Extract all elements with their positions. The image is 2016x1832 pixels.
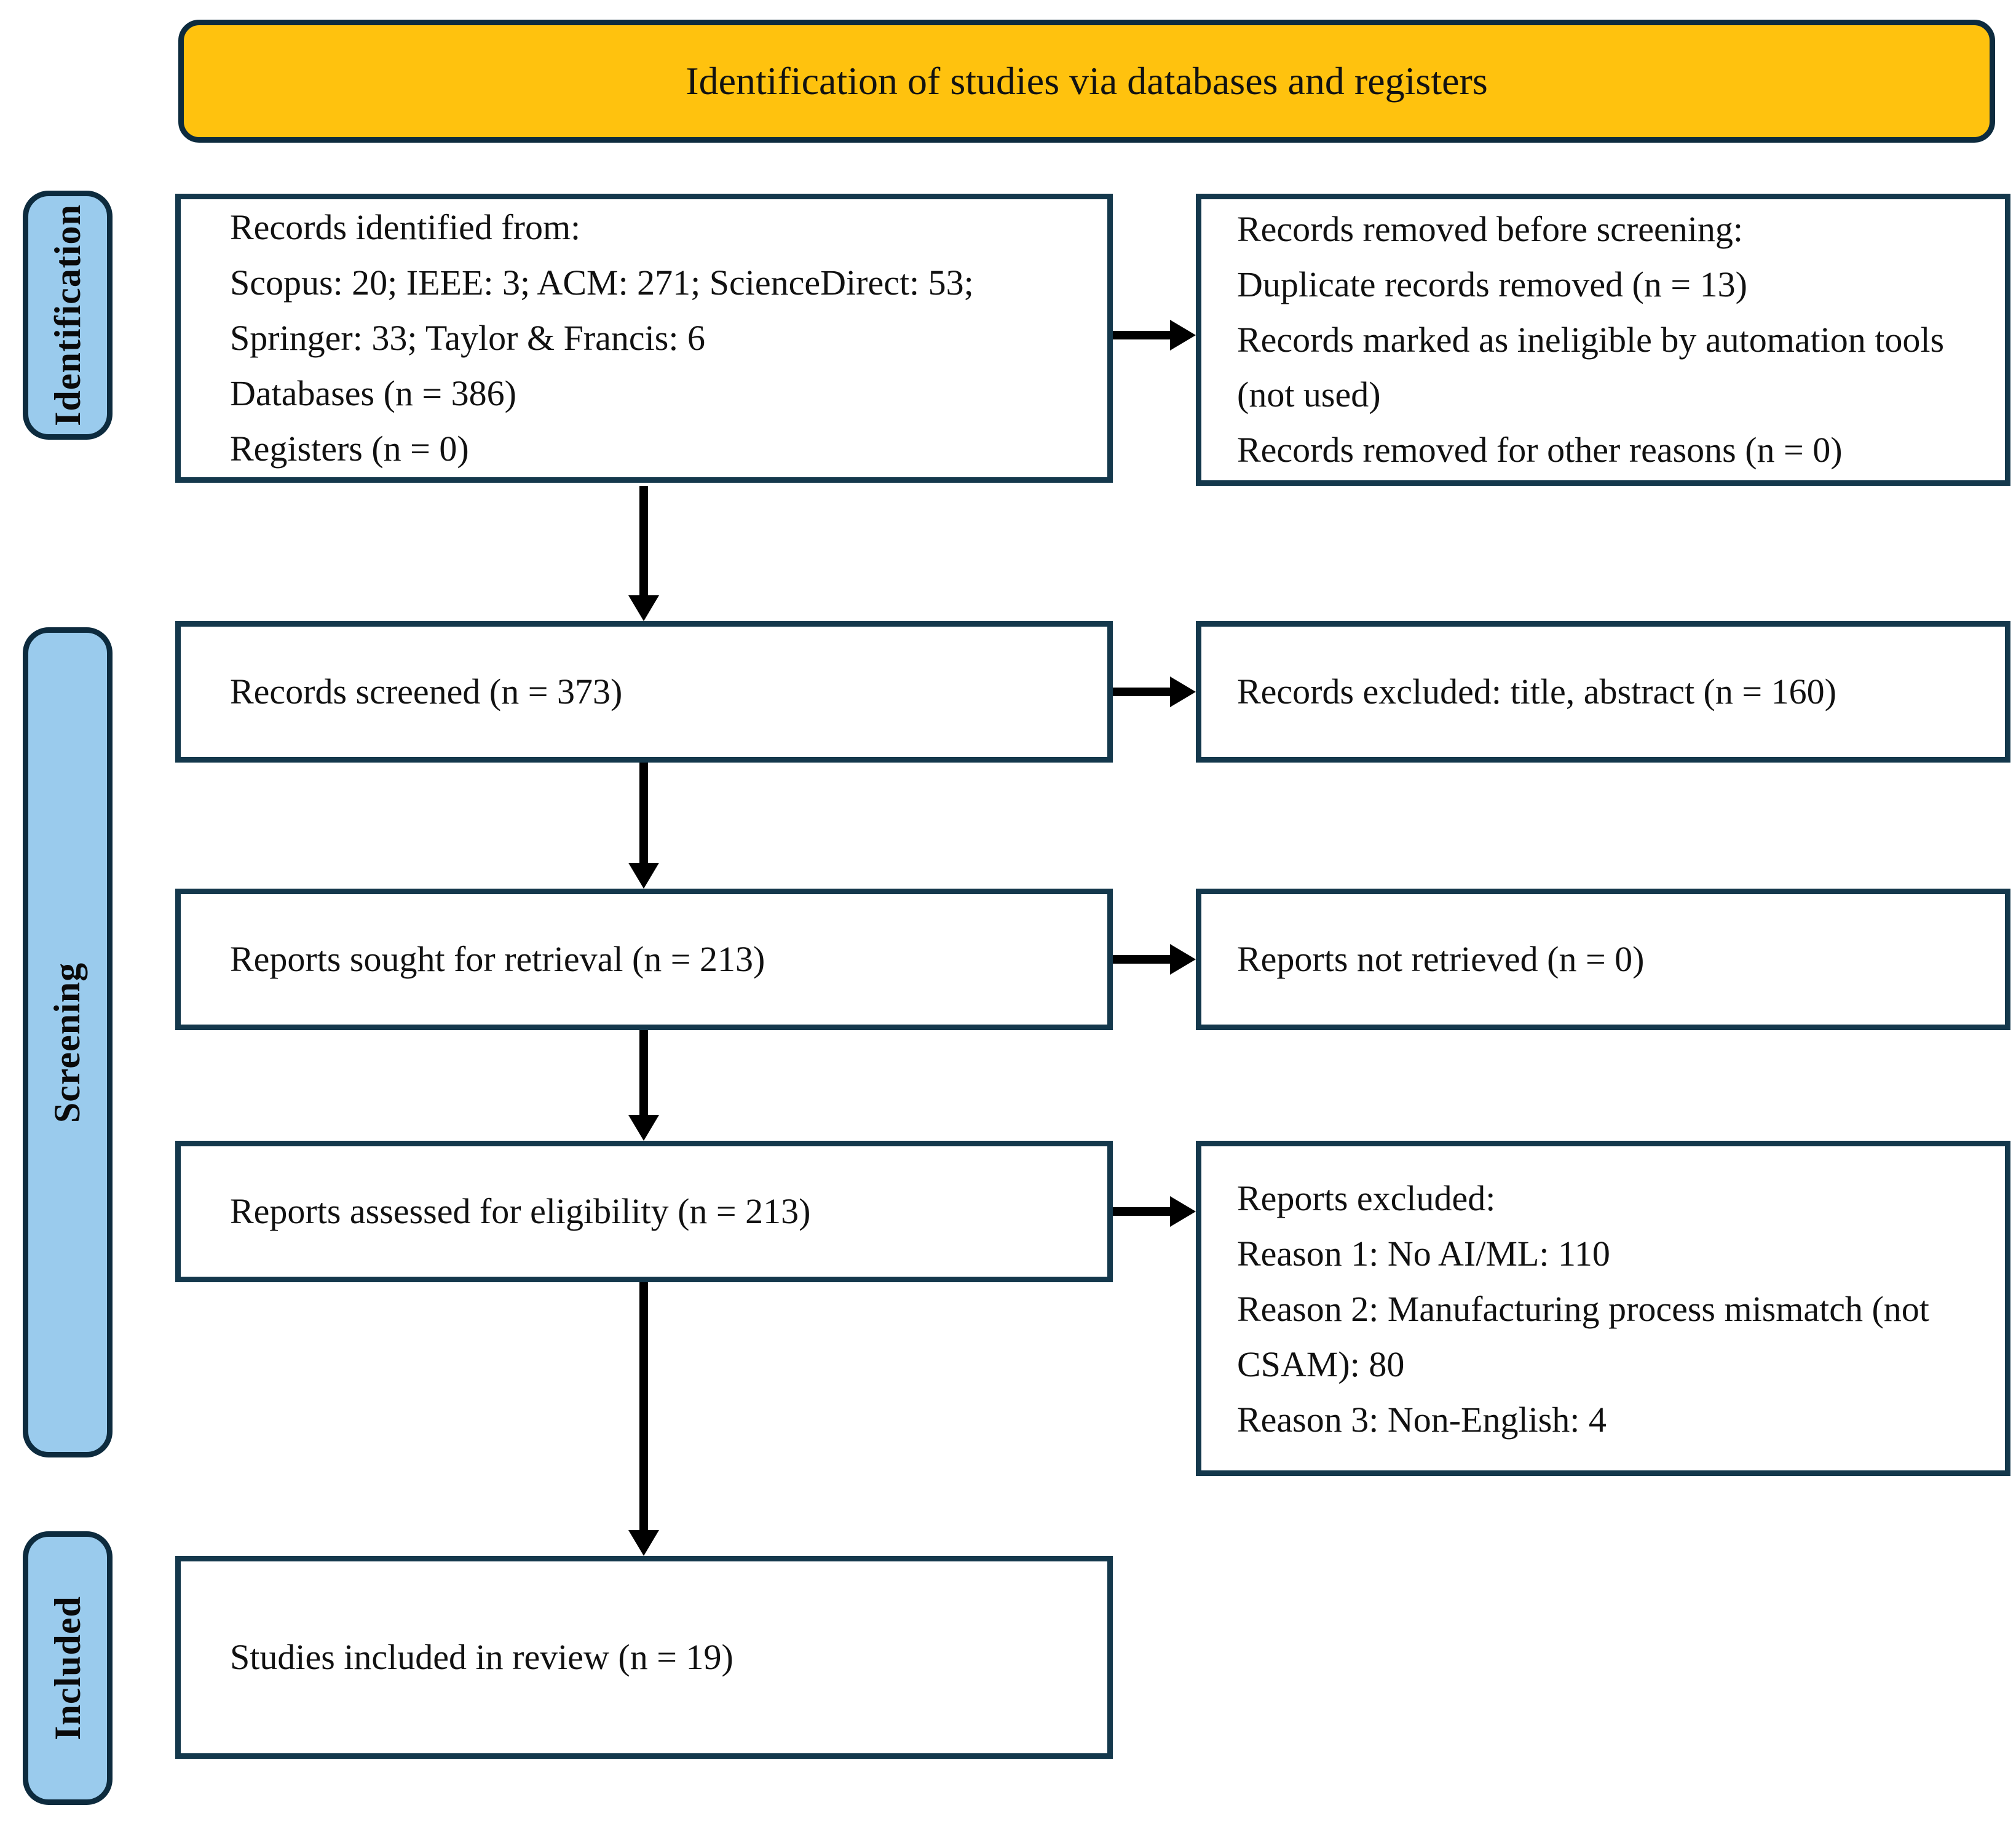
arrow-down-head-icon	[628, 1115, 659, 1141]
box-reports-excluded: Reports excluded: Reason 1: No AI/ML: 11…	[1196, 1141, 2010, 1476]
arrow-down-head-icon	[628, 1530, 659, 1556]
arrow-right-screened-to-excluded	[1113, 688, 1172, 696]
text-line: Reason 2: Manufacturing process mismatch…	[1237, 1288, 1929, 1384]
box-reports-assessed: Reports assessed for eligibility (n = 21…	[175, 1141, 1113, 1282]
stage-label-screening-text: Screening	[47, 962, 88, 1123]
arrow-down-head-icon	[628, 863, 659, 889]
arrow-right-sought-to-not-retrieved	[1113, 955, 1172, 964]
box-records-excluded: Records excluded: title, abstract (n = 1…	[1196, 621, 2010, 763]
text-line: Records marked as ineligible by automati…	[1237, 319, 1945, 415]
text-line: Duplicate records removed (n = 13)	[1237, 264, 1747, 304]
arrow-right-head-icon	[1170, 320, 1196, 351]
box-reports-not-retrieved: Reports not retrieved (n = 0)	[1196, 889, 2010, 1030]
text-line: Records screened (n = 373)	[230, 672, 623, 712]
text-line: Scopus: 20; IEEE: 3; ACM: 271; ScienceDi…	[230, 263, 974, 303]
stage-label-screening: Screening	[23, 627, 113, 1457]
text-line: Records excluded: title, abstract (n = 1…	[1237, 672, 1836, 712]
box-studies-included: Studies included in review (n = 19)	[175, 1556, 1113, 1759]
text-line: Records removed for other reasons (n = 0…	[1237, 430, 1843, 470]
text-line: Databases (n = 386)	[230, 373, 516, 413]
banner: Identification of studies via databases …	[178, 20, 1995, 143]
stage-label-identification-text: Identification	[47, 204, 88, 426]
box-records-identified: Records identified from: Scopus: 20; IEE…	[175, 194, 1113, 483]
text-line: Reports excluded:	[1237, 1178, 1496, 1218]
arrow-down-identified-to-screened	[639, 486, 648, 598]
box-records-screened: Records screened (n = 373)	[175, 621, 1113, 763]
text-line: Reason 1: No AI/ML: 110	[1237, 1233, 1610, 1274]
text-line: Reports sought for retrieval (n = 213)	[230, 939, 765, 980]
stage-label-included: Included	[23, 1531, 113, 1805]
stage-label-identification: Identification	[23, 191, 113, 440]
arrow-right-assessed-to-excluded	[1113, 1207, 1172, 1216]
arrow-down-sought-to-assessed	[639, 1030, 648, 1117]
text-line: Reports assessed for eligibility (n = 21…	[230, 1191, 811, 1232]
arrow-down-screened-to-sought	[639, 763, 648, 865]
text-line: Records identified from:	[230, 207, 581, 248]
arrow-down-head-icon	[628, 595, 659, 621]
text-line: Studies included in review (n = 19)	[230, 1637, 733, 1678]
banner-title: Identification of studies via databases …	[686, 59, 1488, 103]
box-reports-sought: Reports sought for retrieval (n = 213)	[175, 889, 1113, 1030]
text-line: Registers (n = 0)	[230, 428, 469, 469]
stage-label-included-text: Included	[47, 1596, 88, 1740]
box-records-removed: Records removed before screening: Duplic…	[1196, 194, 2010, 486]
arrow-right-head-icon	[1170, 944, 1196, 975]
arrow-down-assessed-to-included	[639, 1282, 648, 1533]
text-line: Springer: 33; Taylor & Francis: 6	[230, 318, 705, 359]
arrow-right-head-icon	[1170, 1196, 1196, 1227]
text-line: Reason 3: Non-English: 4	[1237, 1399, 1607, 1440]
arrow-right-identified-to-removed	[1113, 331, 1172, 339]
text-line: Reports not retrieved (n = 0)	[1237, 939, 1645, 980]
arrow-right-head-icon	[1170, 676, 1196, 707]
text-line: Records removed before screening:	[1237, 208, 1743, 249]
